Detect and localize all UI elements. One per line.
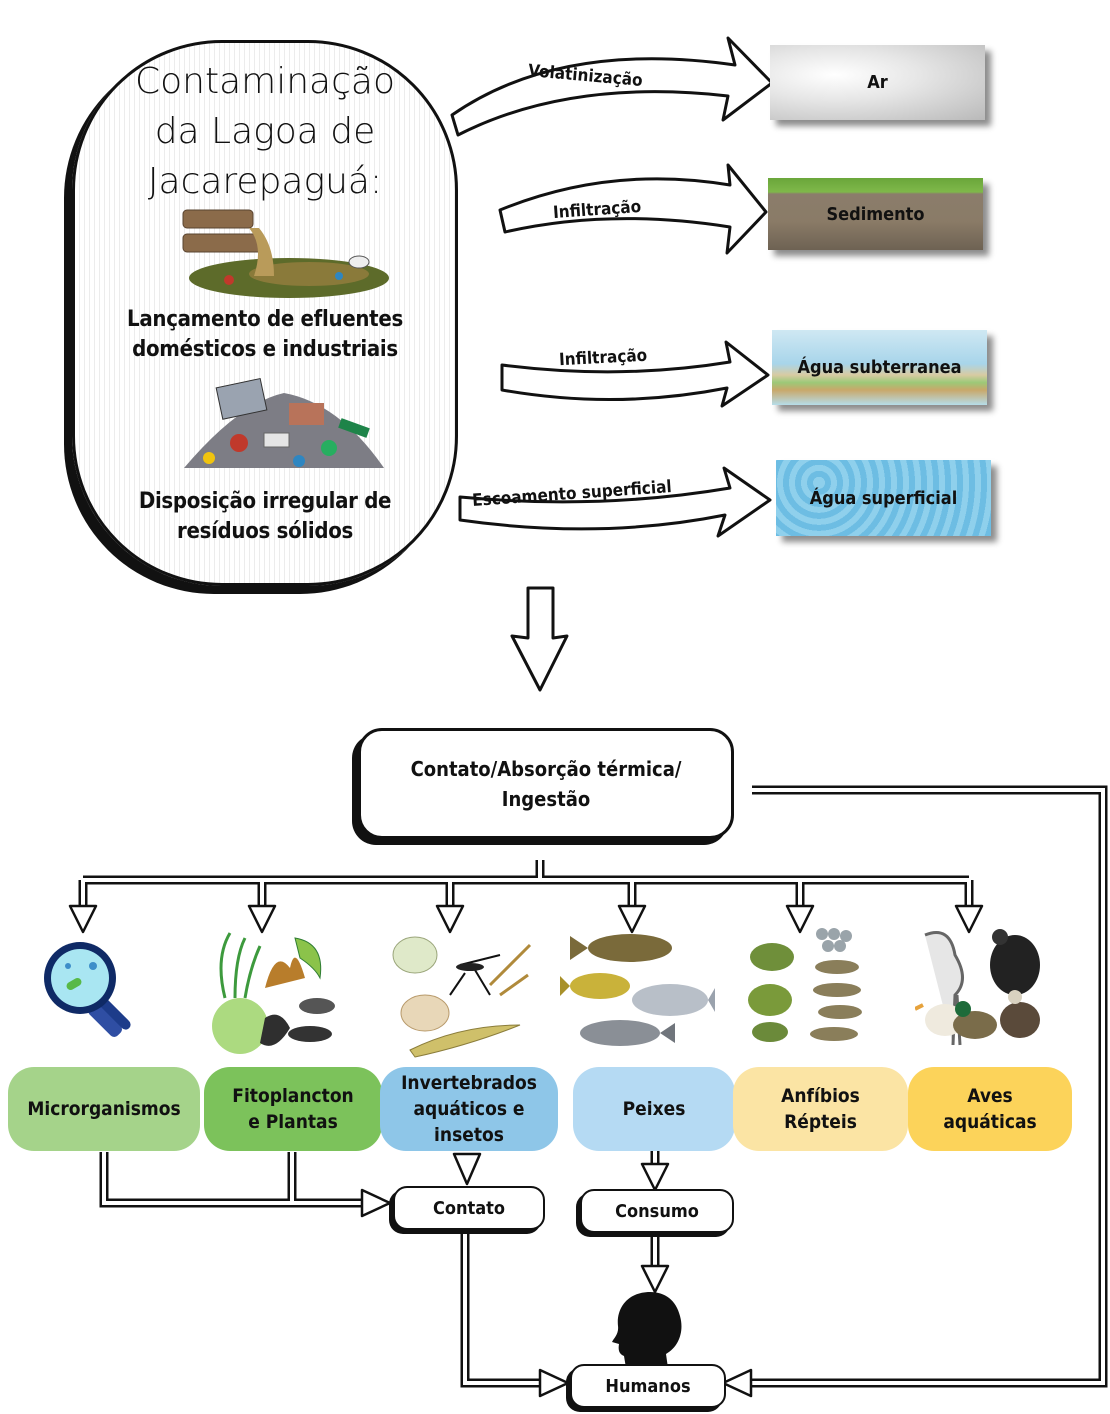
- compartment-sedimento: Sedimento: [768, 178, 983, 250]
- pathway-line-2: Ingestão: [501, 786, 591, 811]
- effluent-pipes-illustration: [182, 209, 389, 298]
- pathway-line-1: Contato/Absorção térmica/: [410, 756, 682, 781]
- flow-arrow-subterranea: [500, 340, 770, 408]
- contact-box: Contato: [393, 1186, 545, 1230]
- down-arrow: [510, 586, 569, 692]
- humans-box: Humanos: [570, 1364, 726, 1408]
- source-pill: Contaminação da Lagoa de Jacarepaguá: La…: [72, 40, 458, 586]
- group-microrganismos: Microrganismos: [8, 1067, 200, 1151]
- compartment-sedimento-label: Sedimento: [826, 203, 925, 225]
- compartment-agua-superficial: Água superficial: [776, 460, 991, 536]
- flow-arrow-sedimento: [498, 163, 768, 255]
- waste-pile-illustration: [184, 377, 384, 468]
- source-title-line-3: Jacarepaguá:: [147, 161, 383, 202]
- aquatic-birds-icon: [915, 929, 1040, 1046]
- microorganism-magnifier-icon: [44, 942, 131, 1038]
- flow-arrow-superficial: [458, 466, 772, 538]
- compartment-agua-subterranea: Água subterranea: [772, 330, 987, 405]
- phytoplankton-plants-icon: [212, 932, 335, 1054]
- waste-label: Disposição irregular de resíduos sólidos: [138, 489, 392, 544]
- source-title-line-2: da Lagoa de: [154, 111, 376, 152]
- invertebrates-insects-icon: [392, 936, 532, 1058]
- group-peixes: Peixes: [573, 1067, 735, 1151]
- exposure-pathway-box: Contato/Absorção térmica/ Ingestão: [358, 728, 734, 839]
- fish-icon: [560, 934, 715, 1046]
- compartment-ar-label: Ar: [867, 72, 888, 93]
- amphibians-reptiles-icon: [748, 928, 862, 1042]
- source-title: Contaminação da Lagoa de Jacarepaguá:: [75, 57, 455, 207]
- source-title-line-1: Contaminação: [135, 61, 395, 102]
- compartment-ar: Ar: [770, 45, 985, 120]
- compartment-subterranea-label: Água subterranea: [797, 357, 962, 378]
- consumption-box: Consumo: [580, 1189, 734, 1233]
- human-head-icon: [612, 1292, 682, 1368]
- compartment-superficial-label: Água superficial: [809, 487, 958, 509]
- effluents-label: Lançamento de efluentes domésticos e ind…: [127, 307, 403, 362]
